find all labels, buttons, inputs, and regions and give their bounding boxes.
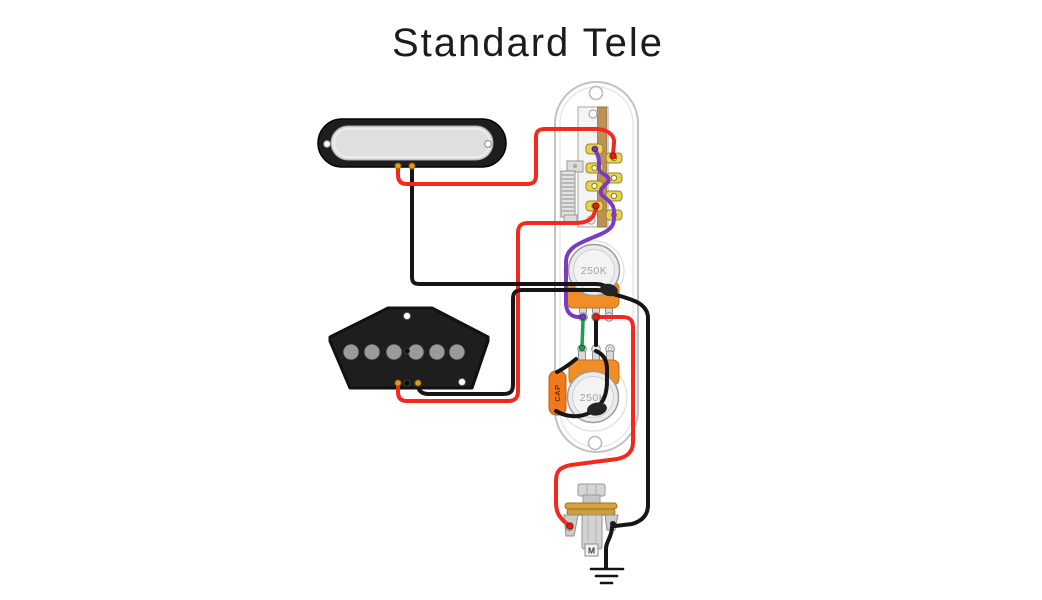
- switch-mount-hole-top: [588, 109, 598, 119]
- wire-jack-to-ground: [604, 525, 614, 570]
- bridge-pickup-wire-hole: [403, 379, 411, 387]
- wire-bridge-hot: [396, 207, 598, 403]
- wire-tone-lug-to-casing: [594, 349, 609, 409]
- jack-hex-nut: [577, 483, 606, 497]
- plate-screw-hole-top: [588, 85, 604, 101]
- jack-washer-top: [564, 502, 618, 510]
- solder-joints: [394, 145, 617, 530]
- solder-volume-left-lug: [579, 313, 587, 321]
- wire-cap-top-lead: [555, 357, 578, 374]
- neck-pickup-eyelet-ground: [408, 162, 416, 170]
- capacitor-label: CAP: [553, 384, 562, 401]
- neck-pickup-mount-hole-left: [323, 140, 331, 148]
- wire-switch-to-volume: [564, 148, 616, 319]
- wire-bridge-ground: [416, 288, 608, 396]
- jack-mono-label: M: [588, 546, 595, 556]
- spring-coil-hatch: [562, 174, 574, 212]
- switch-spring: [560, 160, 584, 224]
- bridge-pickup-mount-hole-bottom: [457, 377, 467, 387]
- neck-pickup-mount-hole-right: [484, 140, 492, 148]
- diagram-title: Standard Tele: [392, 21, 664, 65]
- solder-jack-tip-lug: [566, 522, 574, 530]
- volume-casing-solder-blob: [600, 283, 618, 297]
- jack-washer-bottom: [566, 508, 616, 516]
- tone-pot-value: 250K: [580, 392, 607, 404]
- wire-neck-ground-a: [410, 165, 512, 286]
- wire-casing-to-jack: [607, 291, 650, 528]
- ground-symbol: [589, 567, 625, 585]
- jack-shaft-lines: [587, 516, 597, 542]
- wire-neck-hot: [396, 127, 617, 186]
- neck-pickup-cover: [330, 125, 494, 161]
- output-jack: M: [563, 483, 619, 557]
- spring-coil: [560, 170, 576, 218]
- neck-pickup: [317, 118, 507, 168]
- bridge-pickup-poles: [343, 344, 465, 360]
- wire-volume-to-jack: [554, 315, 635, 528]
- jack-hex-facets: [586, 485, 597, 495]
- solder-switch-left-lug-4: [592, 202, 600, 210]
- wire-volume-to-tone: [580, 319, 585, 349]
- volume-pot-value: 250K: [581, 265, 608, 277]
- plate-screw-hole-bottom: [587, 435, 603, 451]
- tone-capacitor: CAP: [548, 370, 567, 416]
- solder-jack-sleeve-lug: [610, 521, 616, 527]
- solder-tone-left-lug: [578, 344, 586, 352]
- bridge-pickup-plate: [328, 306, 490, 390]
- tone-casing-solder-blob: [587, 402, 607, 416]
- neck-pickup-eyelet-hot: [394, 162, 402, 170]
- bridge-pickup: [328, 306, 490, 390]
- wire-cap-ground-lead: [554, 409, 591, 419]
- ground-wires: [416, 282, 650, 570]
- bridge-pickup-mount-hole-top: [402, 311, 412, 321]
- solder-volume-middle-lug: [592, 313, 600, 321]
- bridge-pickup-eyelet-ground: [414, 379, 422, 387]
- bridge-pickup-center-hole: [403, 347, 410, 354]
- spring-screw: [572, 163, 578, 169]
- solder-switch-left-lug-1: [591, 145, 599, 153]
- solder-switch-right-lug-1: [609, 152, 617, 160]
- jack-mono-box: [584, 543, 599, 557]
- bridge-pickup-eyelet-hot: [394, 379, 402, 387]
